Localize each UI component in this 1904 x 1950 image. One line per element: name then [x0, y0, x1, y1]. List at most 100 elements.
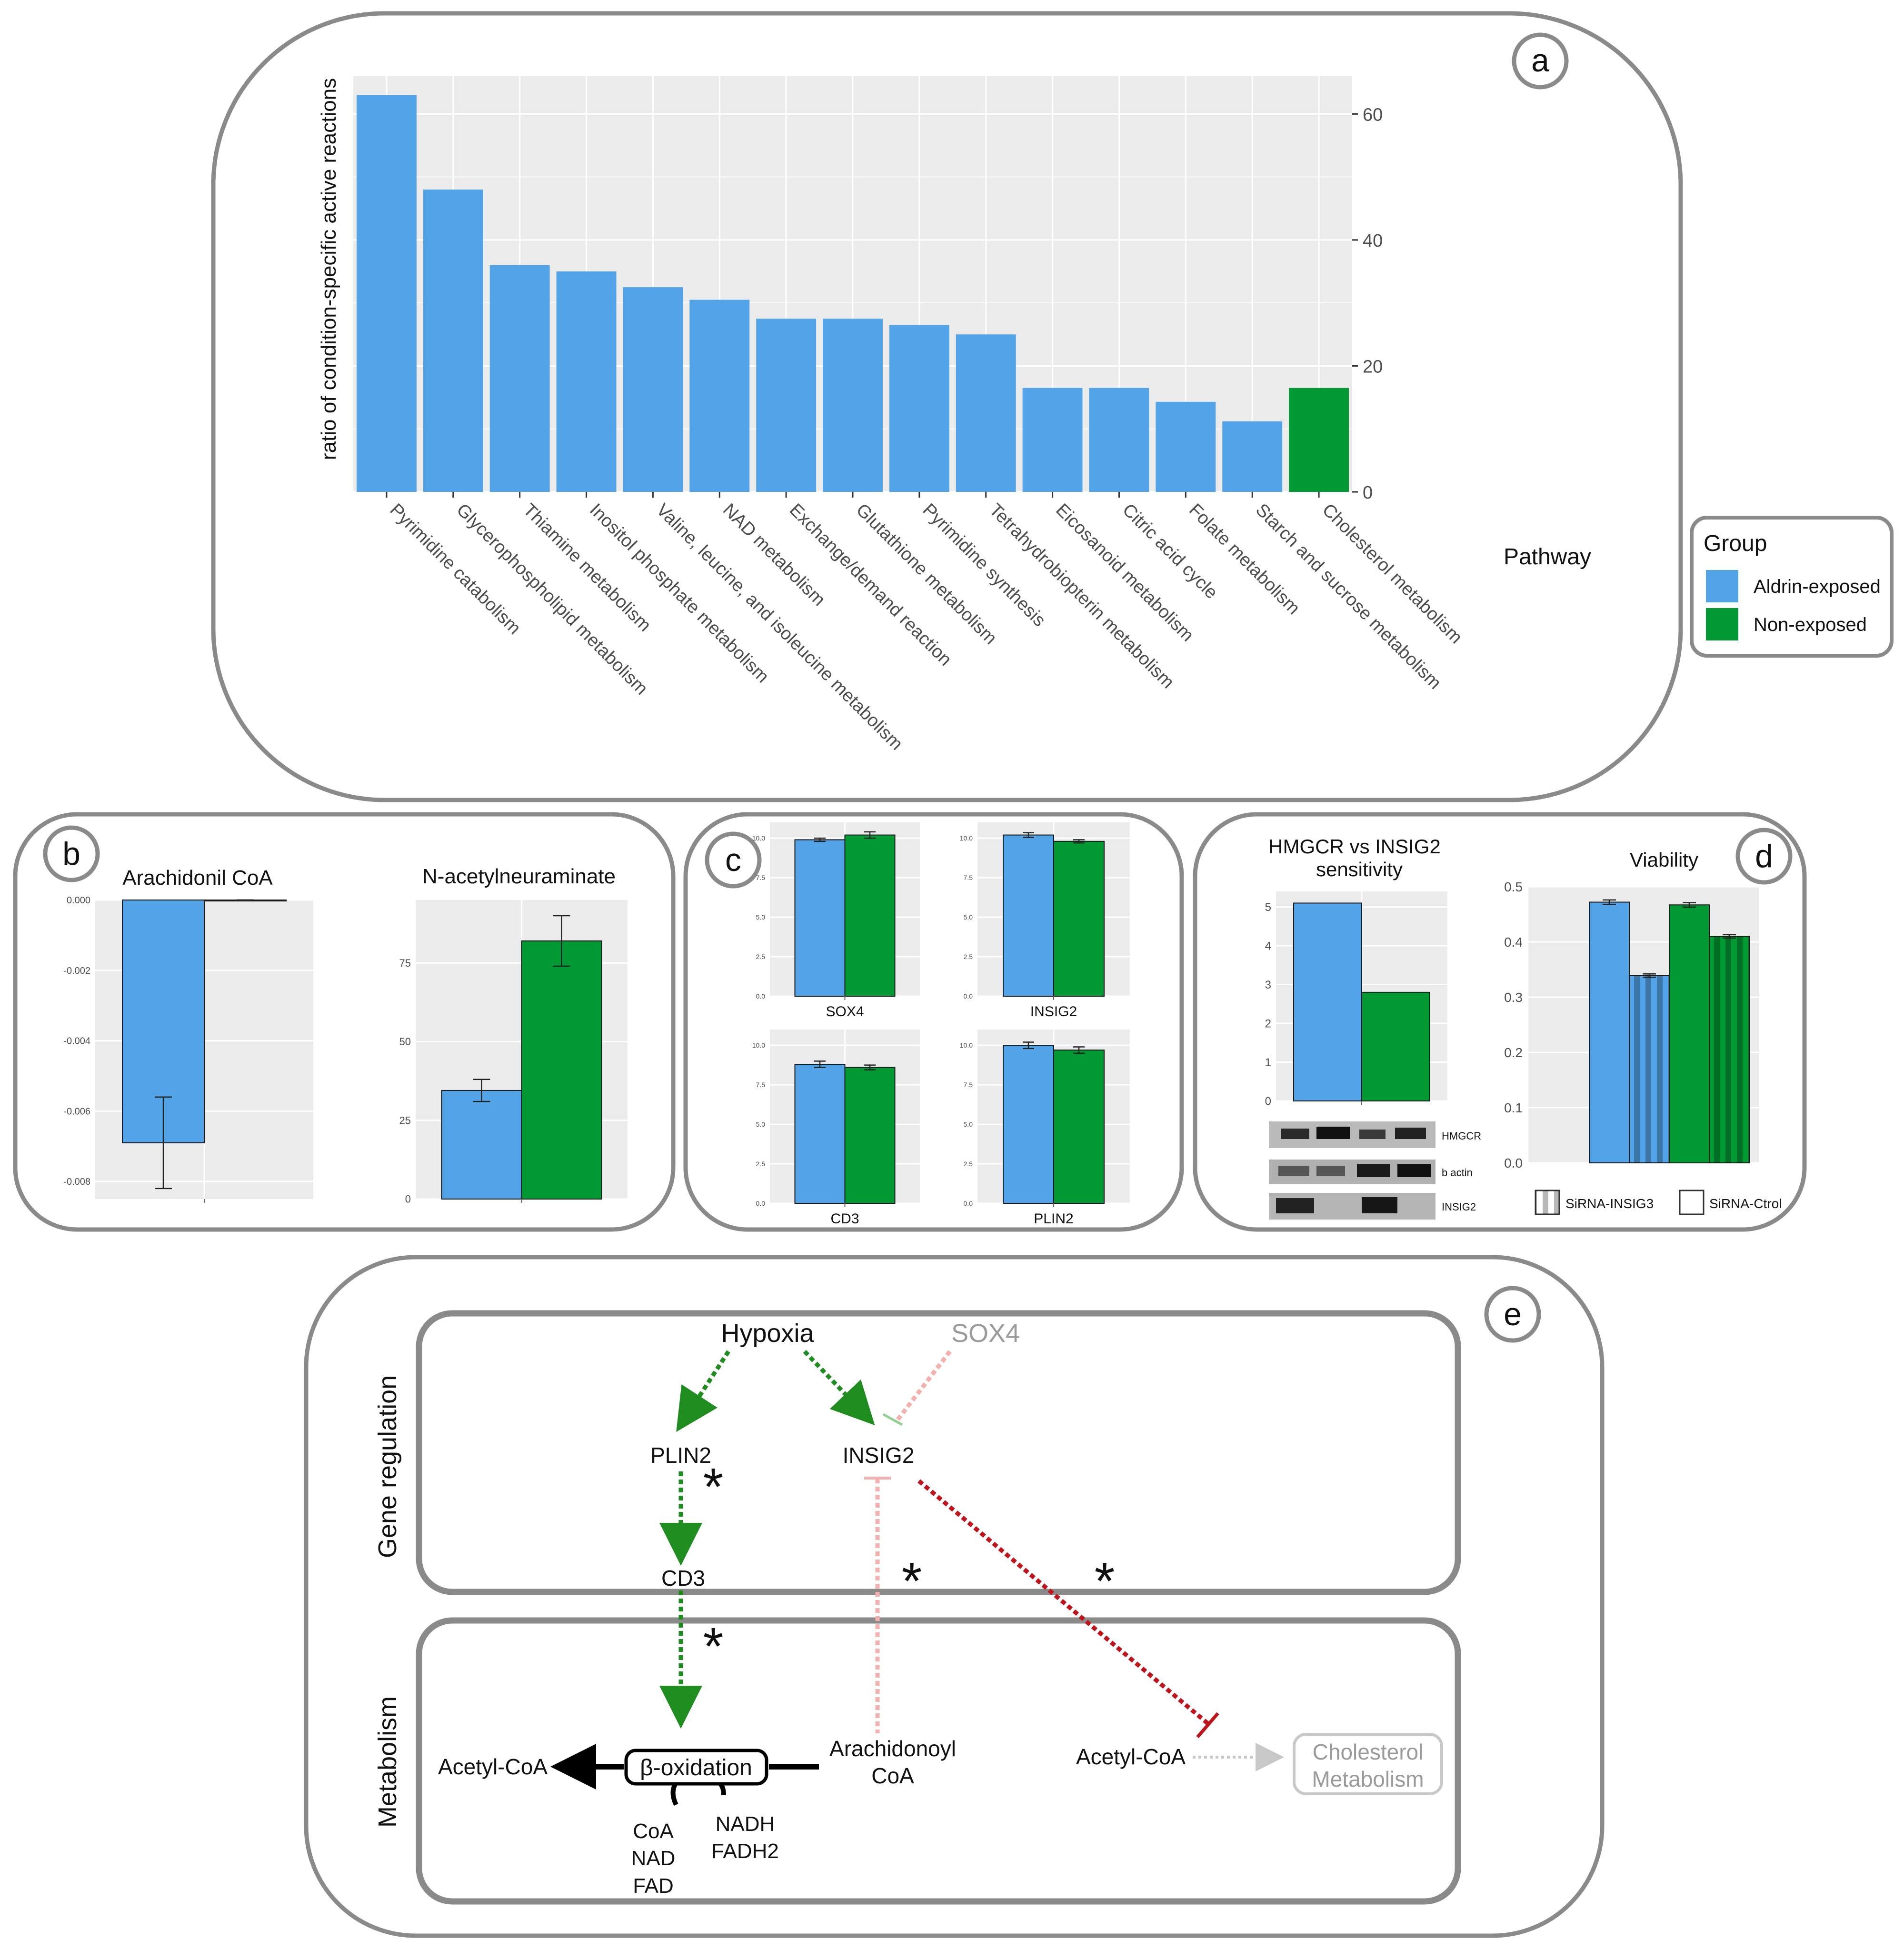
- node-beta-oxidation: β-oxidation: [640, 1755, 752, 1780]
- legend-title: Group: [1704, 531, 1767, 556]
- node-insig2: INSIG2: [843, 1443, 915, 1468]
- panel-e-letter-badge: e: [1484, 1286, 1541, 1343]
- chart-a-bar: [823, 319, 883, 492]
- chart-d2-y-tick-label: 0.1: [1504, 1100, 1523, 1115]
- chart-d2-bar-hatch: [1709, 936, 1749, 1163]
- chart-c2-bar: [1003, 834, 1054, 997]
- node-cholesterol-metabolism: Cholesterol Metabolism: [1312, 1740, 1424, 1791]
- chart-c3-y-tick-label: 5.0: [756, 1120, 766, 1128]
- panel-c-frame: [683, 812, 1184, 1232]
- chart-d2-y-tick-label: 0.3: [1504, 990, 1523, 1005]
- chart-a-y-tick-label: 0: [1363, 483, 1373, 503]
- chart-d1-y-tick-label: 4: [1265, 940, 1271, 952]
- chart-d2-y-tick-label: 0.5: [1504, 880, 1523, 894]
- viability-legend-insig3: SiRNA-INSIG3: [1565, 1196, 1654, 1211]
- svg-text:Arachidonoyl: Arachidonoyl: [829, 1736, 956, 1761]
- node-sox4: SOX4: [951, 1319, 1020, 1348]
- chart-a-bar: [889, 325, 949, 492]
- chart-c4-y-tick-label: 0.0: [964, 1200, 973, 1207]
- chart-a-y-tick-label: 20: [1363, 357, 1383, 377]
- chart-b1-y-tick-label: 0.000: [67, 895, 90, 906]
- chart-c1-bar: [844, 834, 896, 997]
- panel-a-letter: a: [1531, 42, 1549, 79]
- svg-text:FAD: FAD: [633, 1874, 674, 1898]
- viability-legend-swatch-ctrol: [1679, 1190, 1705, 1215]
- chart-d1-bar: [1293, 902, 1362, 1101]
- panel-d-letter: d: [1755, 838, 1773, 874]
- chart-b2-y-tick-label: 50: [399, 1036, 411, 1048]
- viability-legend: SiRNA-INSIG3 SiRNA-Ctrol: [1535, 1190, 1782, 1215]
- chart-c4-y-tick-label: 7.5: [964, 1081, 973, 1089]
- chart-b1-y-tick-label: -0.002: [63, 966, 90, 976]
- blot-label-insig2: INSIG2: [1442, 1201, 1476, 1213]
- chart-b2-y-tick-label: 75: [399, 957, 411, 969]
- chart-d1-title-line2: sensitivity: [1316, 858, 1403, 880]
- chart-c4-y-tick-label: 10.0: [960, 1041, 973, 1049]
- chart-d2-bar: [1589, 901, 1630, 1163]
- panel-e-letter: e: [1504, 1296, 1522, 1332]
- western-blot: HMGCR b actin INSIG2: [1269, 1121, 1481, 1220]
- chart-a-bar: [689, 300, 750, 492]
- chart-d1-y-tick-label: 5: [1265, 901, 1271, 914]
- panel-b: b Arachidonil CoA N-acetylneuraminate 0.…: [13, 812, 676, 1232]
- panel-c-letter: c: [725, 842, 741, 878]
- chart-c2-y-tick-label: 5.0: [964, 913, 973, 921]
- edge-hypoxia-to-plin2: [676, 1350, 730, 1432]
- legend-swatch-aldrin: [1706, 570, 1738, 602]
- svg-text:FADH2: FADH2: [711, 1840, 779, 1863]
- chart-c4-y-tick-label: 2.5: [964, 1160, 973, 1168]
- panel-e: e Gene regulation Metabolism Hypoxia SOX…: [304, 1255, 1605, 1938]
- chart-a-bar: [356, 95, 417, 492]
- significance-asterisk-acetyl: *: [1095, 1552, 1115, 1610]
- chart-b2-y-tick-label: 0: [405, 1193, 411, 1205]
- chart-a-bar: [1156, 401, 1216, 492]
- chart-c1-x-label: SOX4: [826, 1004, 864, 1020]
- edge-hypoxia-to-insig2: [803, 1350, 875, 1426]
- chart-c2-y-tick-label: 7.5: [964, 874, 973, 881]
- edge-sox4-inhibits-insig2: [896, 1350, 952, 1421]
- node-cd3: CD3: [661, 1566, 705, 1590]
- chart-c3-y-tick-label: 0.0: [756, 1200, 766, 1207]
- significance-asterisk-arachidonoyl: *: [902, 1552, 922, 1610]
- chart-d2-title: Viability: [1630, 849, 1698, 871]
- section-label-gene-regulation: Gene regulation: [373, 1375, 402, 1558]
- chart-b2-y-tick-label: 25: [399, 1114, 411, 1126]
- chart-d2-y-tick-label: 0.0: [1504, 1156, 1523, 1170]
- significance-asterisk-cd3-beta: *: [703, 1617, 724, 1676]
- panel-e-frame: [304, 1255, 1605, 1938]
- chart-a-bar: [556, 271, 617, 492]
- chart-a-x-axis-label: Pathway: [1504, 544, 1591, 570]
- chart-b1-y-tick-label: -0.004: [63, 1036, 90, 1047]
- chart-b2: 0 25 50 75: [399, 900, 628, 1205]
- chart-b1-y-tick-label: -0.008: [63, 1177, 90, 1187]
- legend-swatch-non-exposed: [1706, 608, 1738, 640]
- chart-c1-y-tick-label: 0.0: [756, 992, 766, 1000]
- chart-a-bar: [1089, 388, 1149, 492]
- chart-c4-y-tick-label: 5.0: [964, 1120, 973, 1128]
- legend-item-non-exposed: Non-exposed: [1754, 614, 1867, 635]
- legend-item-aldrin: Aldrin-exposed: [1754, 576, 1881, 597]
- chart-c4-x-label: PLIN2: [1034, 1211, 1073, 1227]
- chart-c3-x-label: CD3: [830, 1211, 859, 1227]
- chart-b1-y-tick-label: -0.006: [63, 1106, 90, 1117]
- chart-d1-y-tick-label: 1: [1265, 1056, 1271, 1069]
- chart-a-bar: [1022, 388, 1083, 492]
- chart-a-x-tick-label: Pyrimidine catabolism: [386, 500, 525, 639]
- svg-text:Cholesterol: Cholesterol: [1313, 1740, 1424, 1764]
- panel-b-letter-badge: b: [43, 825, 100, 882]
- chart-b1: 0.000 -0.002 -0.004 -0.006 -0.008: [63, 895, 313, 1203]
- chart-d2: 0.00.10.20.30.40.5: [1504, 880, 1759, 1170]
- chart-a-bar: [756, 319, 817, 492]
- chart-a-x-tick-label: Eicosanoid metabolism: [1052, 500, 1197, 646]
- chart-d2-y-tick-label: 0.4: [1504, 935, 1523, 950]
- chart-a-bar: [489, 265, 550, 492]
- panel-b-frame: [13, 812, 676, 1232]
- node-cofactors-in: CoA NAD FAD: [631, 1820, 676, 1898]
